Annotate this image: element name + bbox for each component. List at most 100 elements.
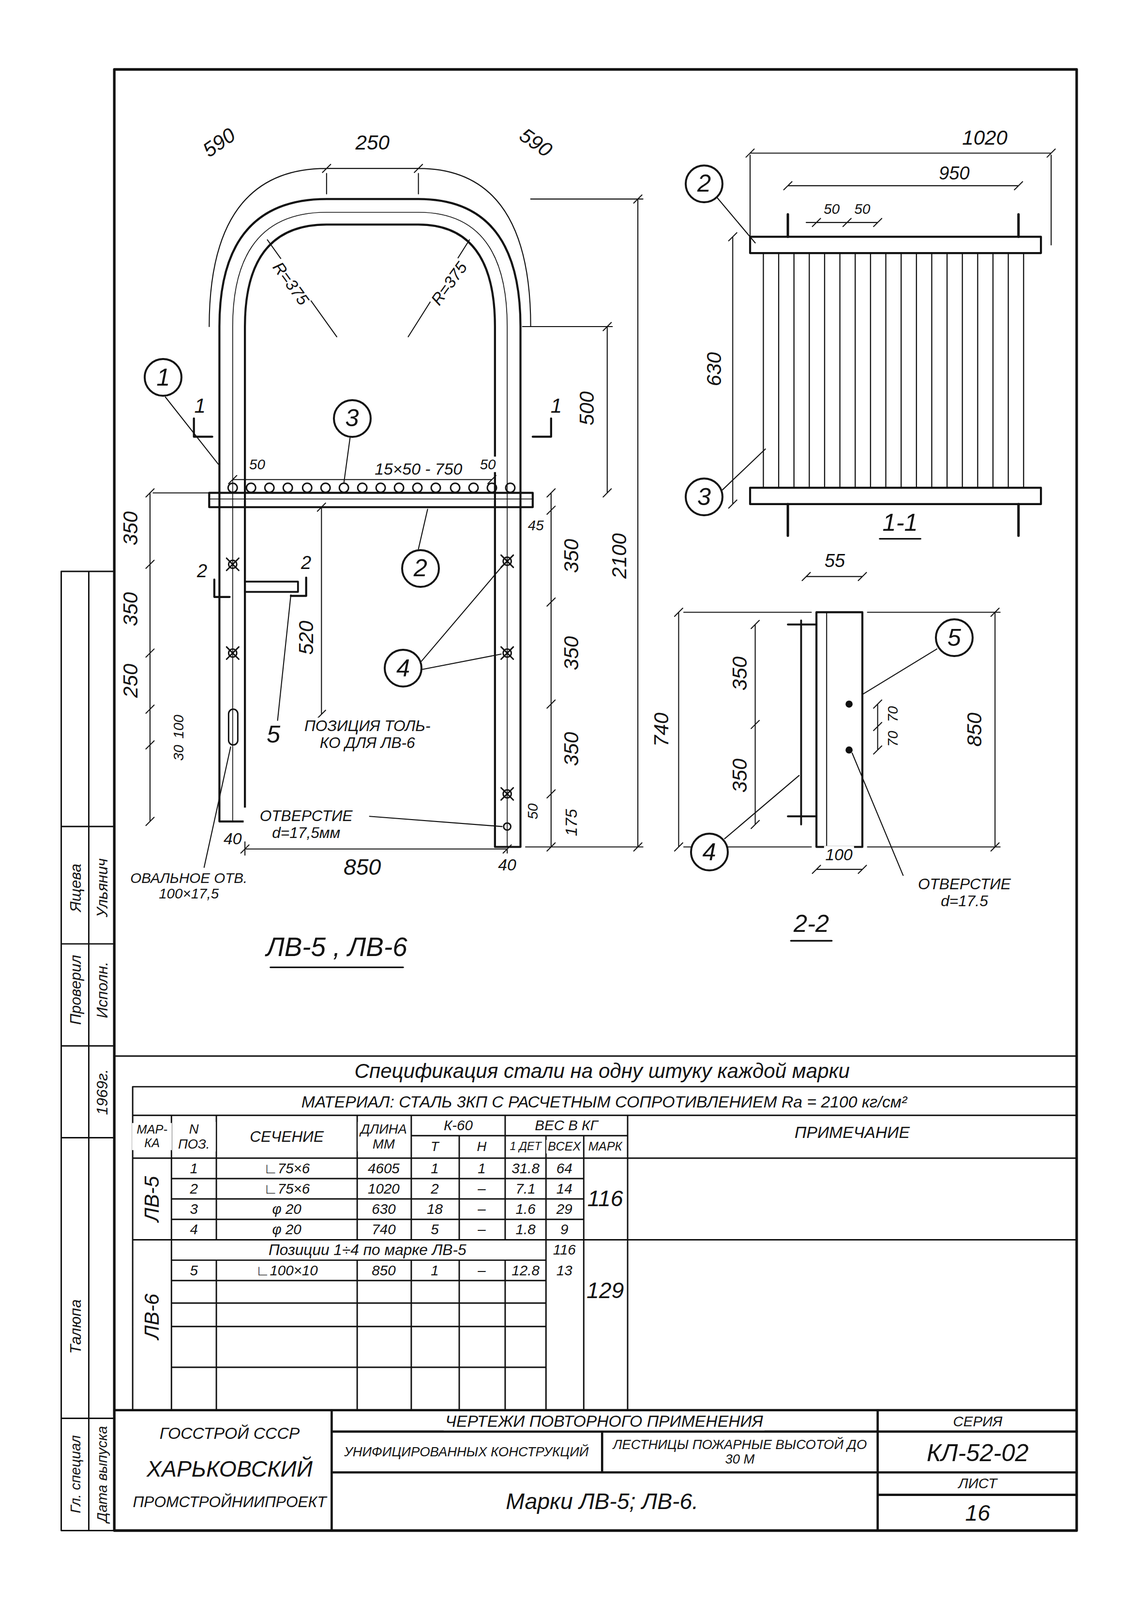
stamp-text: Ульянич (93, 857, 111, 919)
drawing-annotation: 15×50 - 750 (373, 460, 464, 479)
table-cell: φ 20 (270, 1221, 303, 1238)
section-dimensions (674, 572, 1001, 874)
title-block-text: 16 (963, 1501, 993, 1526)
sheet-frame (114, 69, 1077, 1532)
drawing-annotation: 5 (265, 721, 282, 749)
plan-annotation: 50 (853, 201, 873, 217)
oval-slot (228, 709, 238, 746)
callout-number: 5 (947, 625, 962, 651)
callout-number: 4 (702, 840, 717, 865)
drawing-annotation: 40 (496, 856, 518, 875)
table-cell: φ 20 (270, 1201, 303, 1218)
drawing-annotation: 350 (560, 537, 583, 575)
callout-number: 3 (697, 484, 711, 510)
table-cell: 116 (586, 1186, 625, 1212)
callout-circle: 2 (401, 549, 440, 588)
table-cell: ∟75×6 (262, 1181, 312, 1197)
table-cell: 1.6 (514, 1201, 538, 1218)
view-title-underline (270, 966, 404, 969)
table-cell: 4 (188, 1221, 199, 1238)
table-cell: 29 (555, 1201, 574, 1218)
table-cell: 1 ДЕТ (508, 1141, 543, 1154)
stamp-text: Дата выпуска (94, 1425, 110, 1525)
callout-circle: 1 (143, 358, 183, 397)
section-annotation: 70 (885, 705, 901, 724)
table-cell: Н (475, 1139, 489, 1155)
table-cell: 4605 (366, 1160, 402, 1176)
stamp-text: Ящева (67, 862, 85, 914)
table-cell: 3 (188, 1201, 199, 1218)
section-hole (845, 747, 853, 754)
section-annotation: 350 (728, 757, 752, 795)
table-cell: ВЕС В КГ (533, 1117, 600, 1134)
table-cell: N ПОЗ. (172, 1122, 216, 1152)
section-angle (816, 612, 863, 847)
title-block-text: ЛИСТ (956, 1475, 999, 1492)
table-cell: 740 (370, 1221, 397, 1238)
drawing-annotation: 2100 (608, 531, 631, 581)
section-annotation: 740 (649, 711, 673, 749)
callout-number: 2 (413, 556, 428, 581)
plan-studs (787, 214, 1019, 536)
title-block-text: ЧЕРТЕЖИ ПОВТОРНОГО ПРИМЕНЕНИЯ (443, 1412, 765, 1431)
callout-number: 4 (396, 656, 410, 681)
table-cell: МАТЕРИАЛ: СТАЛЬ 3КП С РАСЧЕТНЫМ СОПРОТИВ… (300, 1093, 909, 1112)
drawing-annotation: 50 (478, 456, 498, 472)
table-cell: МАР- КА (132, 1123, 172, 1151)
plan-annotation: 50 (822, 201, 842, 217)
plan-rungs (763, 253, 1024, 488)
table-cell: Позиции 1÷4 по марке ЛВ-5 (267, 1241, 468, 1259)
dimension-lines (146, 164, 644, 856)
table-cell: 12.8 (510, 1262, 541, 1279)
callout-circle: 4 (690, 832, 729, 872)
title-block-text: Марки ЛВ-5; ЛВ-6. (504, 1489, 700, 1515)
table-cell: ПРИМЕЧАНИЕ (793, 1123, 912, 1142)
section-rung (787, 620, 817, 825)
angle-bracket (244, 581, 299, 592)
drawing-annotation: 1 (549, 394, 564, 418)
drawing-annotation: 500 (575, 389, 598, 427)
drawing-annotation: R=375 (426, 257, 472, 310)
drawing-annotation: 1 (193, 394, 208, 418)
section-title-underline (790, 940, 832, 942)
title-block-text: ГОССТРОЙ СССР (158, 1424, 302, 1443)
table-cell: 1.8 (514, 1221, 538, 1238)
drawing-annotation: 350 (560, 730, 583, 768)
stamp-text: Исполн. (93, 960, 111, 1020)
drawing-annotation: 40 (222, 829, 244, 848)
drawing-annotation: 2 (299, 553, 313, 574)
stamp-grid (61, 571, 115, 1531)
table-cell: – (476, 1221, 487, 1238)
drawing-annotation: ОТВЕРСТИЕ d=17,5мм (243, 807, 369, 842)
section-annotation: 70 (885, 729, 901, 749)
table-cell: 31.8 (510, 1160, 541, 1176)
callout-circle: 2 (684, 164, 724, 204)
drawing-annotation: 2 (195, 561, 209, 582)
drawing-annotation: 590 (197, 122, 241, 163)
callout-circle: 3 (332, 399, 372, 438)
drawing-annotation: 350 (119, 590, 142, 628)
table-cell: Спецификация стали на одну штуку каждой … (353, 1060, 852, 1083)
plan-dimensions (728, 149, 1056, 509)
table-cell: Т (429, 1139, 441, 1155)
drawing-annotation: ЛВ-5 , ЛВ-6 (264, 932, 409, 962)
stamp-text: Гл. специал (67, 1434, 84, 1516)
section-annotation: ОТВЕРСТИЕ d=17.5 (896, 876, 1033, 911)
plan-annotation: 1020 (960, 126, 1009, 150)
plan-leaders (717, 197, 766, 490)
table-cell: 18 (425, 1201, 445, 1218)
title-block-text: СЕРИЯ (951, 1413, 1004, 1429)
table-grid (114, 1056, 1077, 1411)
drawing-annotation: R=375 (268, 257, 314, 310)
callout-number: 3 (345, 406, 359, 431)
table-cell: ∟75×6 (262, 1160, 312, 1176)
table-cell: 9 (558, 1221, 570, 1238)
drawing-annotation: 590 (514, 122, 558, 163)
section-markers (194, 418, 552, 598)
table-cell: ДЛИНА ММ (357, 1122, 410, 1152)
crossbar-flange-line (209, 498, 533, 500)
stamp-text: Талюпа (67, 1297, 85, 1355)
title-block-text: ЛЕСТНИЦЫ ПОЖАРНЫЕ ВЫСОТОЙ ДО 30 М (608, 1437, 872, 1467)
table-cell: 64 (555, 1160, 574, 1176)
